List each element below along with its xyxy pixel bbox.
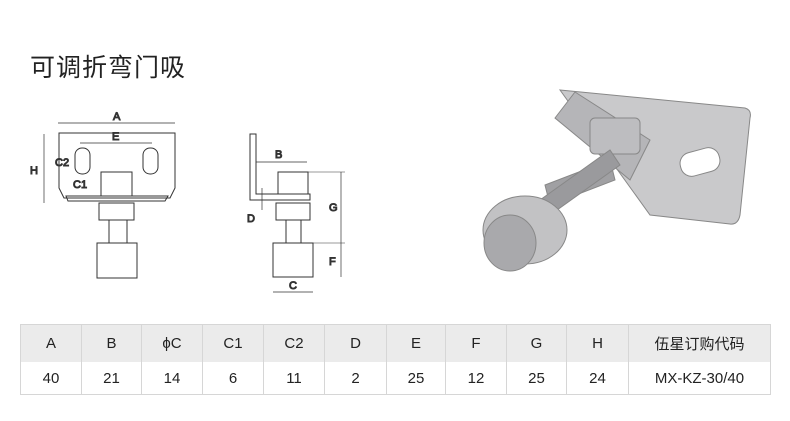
dim-label-b: B [275,149,282,161]
dim-label-e: E [112,131,119,143]
product-photo [482,89,751,272]
value-cell: 2 [324,362,387,395]
dim-label-c1: C1 [73,179,87,191]
header-cell: C1 [202,324,264,362]
front-view-drawing: A E H C2 C1 [30,111,176,279]
spec-table: A B ϕC C1 C2 D E F G H 伍星订购代码 40 21 14 6… [20,324,771,395]
header-cell: F [445,324,507,362]
dim-label-c2: C2 [55,157,69,169]
value-cell: 25 [506,362,567,395]
value-cell: 11 [263,362,325,395]
dim-label-c: C [289,280,297,292]
value-cell: 21 [81,362,142,395]
header-cell: B [81,324,142,362]
dim-label-f: F [329,256,336,268]
dim-label-h: H [30,165,38,177]
value-cell: 24 [566,362,629,395]
header-cell: ϕC [141,324,203,362]
header-cell: H [566,324,629,362]
value-cell: 6 [202,362,264,395]
header-cell: 伍星订购代码 [628,324,771,362]
table-header-row: A B ϕC C1 C2 D E F G H 伍星订购代码 [20,324,771,362]
header-cell: D [324,324,387,362]
value-cell: 25 [386,362,446,395]
header-cell: G [506,324,567,362]
value-cell: 14 [141,362,203,395]
table-row: 40 21 14 6 11 2 25 12 25 24 MX-KZ-30/40 [20,362,771,395]
value-cell: 40 [20,362,82,395]
header-cell: E [386,324,446,362]
side-view-drawing: B D G F C [247,133,345,293]
dim-label-g: G [329,202,338,214]
product-title: 可调折弯门吸 [30,53,187,82]
header-cell: C2 [263,324,325,362]
dim-label-a: A [113,111,121,123]
dim-label-d: D [247,213,255,225]
header-cell: A [20,324,82,362]
order-code-cell: MX-KZ-30/40 [628,362,771,395]
value-cell: 12 [445,362,507,395]
